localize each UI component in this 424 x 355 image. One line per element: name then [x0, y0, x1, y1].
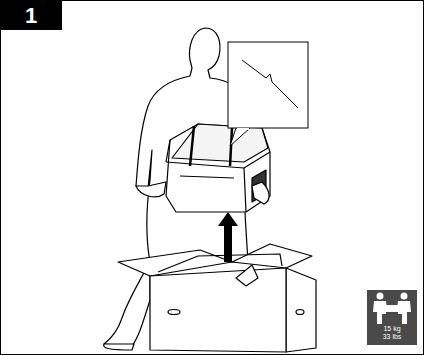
- weight-text: 33 lbs: [383, 333, 402, 341]
- weight-icon: 15 kg33 lbs: [367, 290, 417, 345]
- hands: [136, 182, 269, 204]
- lift-arrow: [218, 212, 238, 262]
- printer-unit: [166, 124, 270, 212]
- carton-box: [118, 244, 316, 352]
- step-number-box: 1: [0, 0, 62, 30]
- step-number: 1: [25, 4, 37, 27]
- weight-text: 15 kg: [383, 325, 400, 333]
- detail-callout: [228, 42, 308, 146]
